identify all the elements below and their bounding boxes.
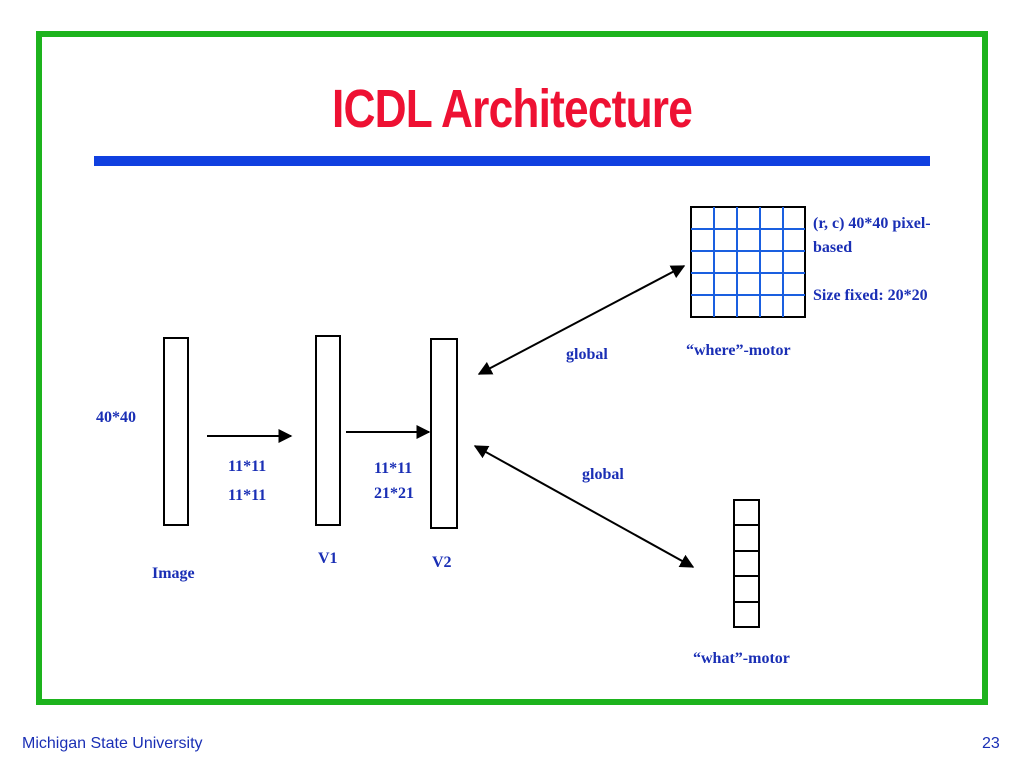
where-desc-line1: (r, c) 40*40 pixel- <box>813 215 931 232</box>
where-size-label: Size fixed: 20*20 <box>813 287 928 304</box>
slide-title: ICDL Architecture <box>331 79 693 139</box>
v2-layer-label: V2 <box>432 554 452 571</box>
image-v1-receptive-field-2: 11*11 <box>228 487 267 504</box>
footer-institution: Michigan State University <box>22 735 203 752</box>
v2-layer-bar <box>430 338 458 529</box>
image-layer-label: Image <box>152 565 195 582</box>
image-v1-receptive-field-1: 11*11 <box>228 458 267 475</box>
image-size-label: 40*40 <box>96 409 136 426</box>
v1-v2-receptive-field-1: 11*11 <box>374 460 413 477</box>
what-motor-column <box>733 499 760 628</box>
title-underline <box>94 156 930 166</box>
where-motor-grid <box>690 206 806 318</box>
image-layer-bar <box>163 337 189 526</box>
v1-layer-label: V1 <box>318 550 338 567</box>
where-motor-label: “where”-motor <box>686 342 791 359</box>
page-number: 23 <box>982 735 1000 752</box>
global-where-label: global <box>566 346 608 363</box>
global-what-label: global <box>582 466 624 483</box>
v2-where-global-arrow <box>477 265 686 375</box>
v1-layer-bar <box>315 335 341 526</box>
where-desc-line2: based <box>813 239 853 256</box>
v2-what-global-arrow <box>473 445 695 568</box>
slide-frame <box>36 31 988 705</box>
v1-v2-receptive-field-2: 21*21 <box>374 485 414 502</box>
what-motor-label: “what”-motor <box>693 650 790 667</box>
